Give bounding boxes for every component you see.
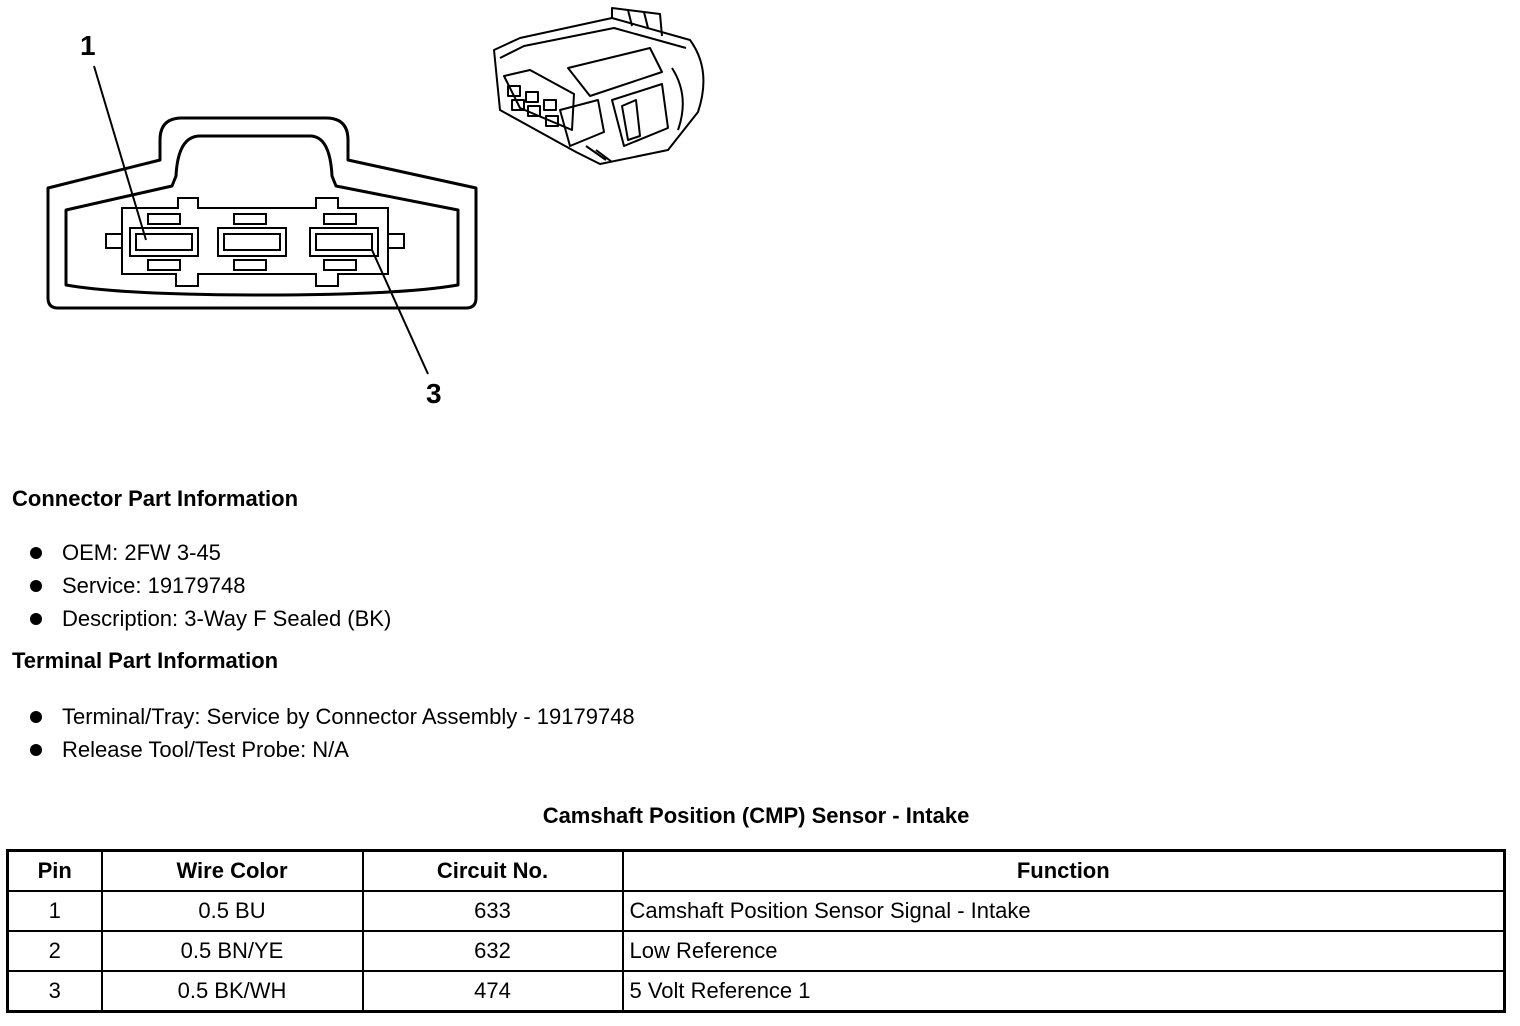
connector-part-info-heading: Connector Part Information <box>12 486 299 511</box>
table-header-row: Pin Wire Color Circuit No. Function <box>6 849 1506 892</box>
connector-part-info-list: OEM: 2FW 3-45 Service: 19179748 Descript… <box>0 536 391 635</box>
terminal-part-info-heading: Terminal Part Information <box>12 648 279 673</box>
pin-3-terminal <box>309 213 379 271</box>
list-item-text: OEM: 2FW 3-45 <box>62 540 221 565</box>
bullet-icon <box>30 613 42 625</box>
list-item: OEM: 2FW 3-45 <box>0 536 391 569</box>
list-item-text: Description: 3-Way F Sealed (BK) <box>62 606 392 631</box>
pin-cell: 2 <box>6 930 103 972</box>
pinout-table-title: Camshaft Position (CMP) Sensor - Intake <box>542 803 970 828</box>
callout-label-pin-3: 3 <box>426 378 442 409</box>
column-header-circuit-no: Circuit No. <box>361 849 624 892</box>
terminal-block <box>121 197 389 287</box>
connector-face-diagram <box>46 65 478 375</box>
wire-color-cell: 0.5 BK/WH <box>100 970 364 1013</box>
leader-line-pin-3 <box>371 249 429 375</box>
list-item: Service: 19179748 <box>0 569 391 602</box>
connector-isometric-illustration <box>493 7 705 165</box>
terminal-part-info-list: Terminal/Tray: Service by Connector Asse… <box>0 700 635 766</box>
column-header-pin: Pin <box>6 849 103 892</box>
column-header-function: Function <box>621 849 1506 892</box>
pin-2-terminal <box>217 213 287 271</box>
callout-label-pin-1: 1 <box>80 30 96 61</box>
list-item: Terminal/Tray: Service by Connector Asse… <box>0 700 635 733</box>
bullet-icon <box>30 547 42 559</box>
table-row: 3 0.5 BK/WH 474 5 Volt Reference 1 <box>6 970 1506 1013</box>
wire-color-cell: 0.5 BU <box>100 890 364 932</box>
list-item-text: Terminal/Tray: Service by Connector Asse… <box>62 704 635 729</box>
function-cell: Low Reference <box>621 930 1506 972</box>
table-row: 2 0.5 BN/YE 632 Low Reference <box>6 930 1506 972</box>
list-item-text: Release Tool/Test Probe: N/A <box>62 737 349 762</box>
bullet-icon <box>30 711 42 723</box>
list-item: Release Tool/Test Probe: N/A <box>0 733 635 766</box>
pin-cell: 3 <box>6 970 103 1013</box>
function-cell: 5 Volt Reference 1 <box>621 970 1506 1013</box>
bullet-icon <box>30 580 42 592</box>
bullet-icon <box>30 744 42 756</box>
function-cell: Camshaft Position Sensor Signal - Intake <box>621 890 1506 932</box>
circuit-no-cell: 633 <box>361 890 624 932</box>
wire-color-cell: 0.5 BN/YE <box>100 930 364 972</box>
list-item: Description: 3-Way F Sealed (BK) <box>0 602 391 635</box>
leader-line-pin-1 <box>93 65 147 241</box>
circuit-no-cell: 632 <box>361 930 624 972</box>
list-item-text: Service: 19179748 <box>62 573 246 598</box>
pin-cell: 1 <box>6 890 103 932</box>
connector-housing-outline <box>46 116 478 310</box>
connector-housing-inner <box>64 134 460 297</box>
table-row: 1 0.5 BU 633 Camshaft Position Sensor Si… <box>6 890 1506 932</box>
pin-1-terminal <box>129 213 199 271</box>
column-header-wire-color: Wire Color <box>100 849 364 892</box>
pinout-table: Pin Wire Color Circuit No. Function 1 0.… <box>6 849 1506 1013</box>
circuit-no-cell: 474 <box>361 970 624 1013</box>
